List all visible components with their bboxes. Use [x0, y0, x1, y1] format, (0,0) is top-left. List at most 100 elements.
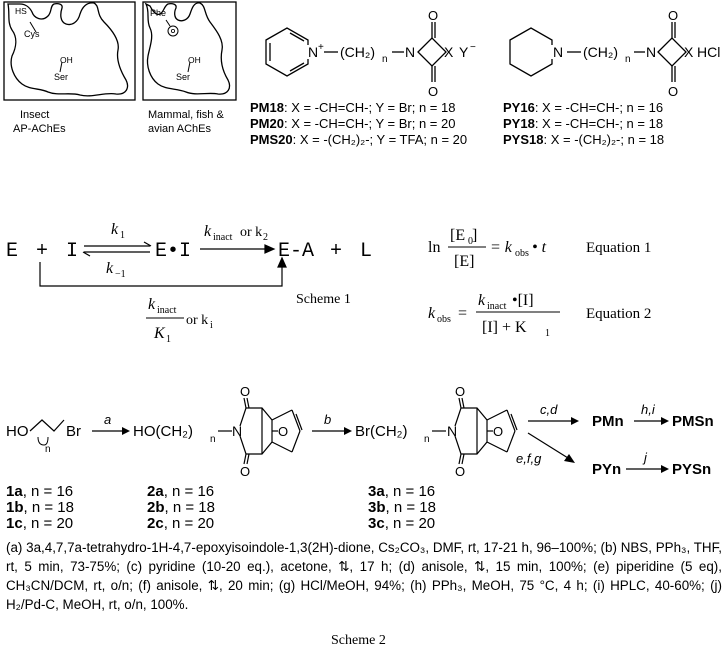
insect-caption-line2: AP-AChEs	[13, 123, 66, 135]
insect-gorge-outline	[7, 2, 129, 97]
phe-bond	[165, 19, 171, 27]
eq2-num-end: •[I]	[512, 292, 534, 309]
insect-ache-panel: HS Cys OH Ser Insect AP-AChEs	[3, 1, 136, 135]
py-ring-n: N	[646, 44, 656, 60]
pm-chain-n: n	[382, 54, 388, 65]
s2-n-bracket	[37, 436, 49, 446]
s1-frac-den-sub: 1	[166, 334, 171, 345]
arrow-efg-label: e,f,g	[516, 451, 542, 466]
py-desc: : X = -CH=CH-; n = 16	[534, 100, 664, 115]
s1-k1: k	[111, 221, 119, 238]
s1-ei: E•I	[155, 240, 191, 263]
s1-or-ki: or k	[186, 313, 208, 328]
s2-ho-chain-n: n	[210, 434, 216, 445]
eq1-rhs: = k	[490, 239, 513, 256]
s2-o2-top: O	[240, 384, 250, 399]
mammal-caption-line1: Mammal, fish &	[148, 109, 224, 121]
pm-o-top: O	[428, 8, 438, 23]
eq2-lhs-sub: obs	[437, 314, 451, 325]
phe-ring-icon	[167, 25, 179, 37]
py-name: PY18	[503, 116, 535, 131]
compound-2-list: 2a, n = 16 2b, n = 18 2c, n = 20	[147, 484, 215, 532]
pysn-label: PYSn	[672, 461, 711, 478]
py-n-mask	[551, 45, 565, 59]
pm-desc: : X = -CH=CH-; Y = Br; n = 20	[283, 116, 456, 131]
py-desc: : X = -(CH₂)₂-; n = 18	[543, 132, 665, 147]
pm-x: X	[444, 44, 454, 60]
py-o-bottom: O	[668, 84, 678, 99]
eq2-den: [I] + K	[482, 319, 527, 336]
pmn-label: PMn	[592, 413, 624, 430]
s1-k2-sub: 2	[263, 232, 268, 243]
s1-km1: k	[106, 260, 114, 277]
cys-label: Cys	[24, 29, 40, 39]
s1-l: L	[360, 240, 372, 263]
py-list-item: PY18: X = -CH=CH-; n = 18	[503, 116, 723, 132]
pyn-label: PYn	[592, 461, 621, 478]
mammal-panel-frame	[142, 1, 237, 101]
py-name: PY16	[503, 100, 535, 115]
eq1-num: [E	[450, 227, 465, 244]
eq1-rhs-end: • t	[532, 239, 547, 256]
s1-e: E	[6, 240, 18, 263]
s2-o2-bridge: O	[278, 424, 288, 439]
s2-imide-3	[454, 397, 518, 465]
s2-ho-chain: HO(CH₂)	[133, 423, 193, 440]
arrow-a-head	[122, 427, 130, 435]
hs-label: HS	[15, 6, 27, 16]
eq1-den: [E]	[454, 253, 474, 270]
pm-list-item: PM18: X = -CH=CH-; Y = Br; n = 18	[250, 100, 495, 116]
scheme1-label: Scheme 1	[296, 292, 351, 307]
phe-ring-inner-icon	[170, 28, 175, 33]
reaction-conditions-footnote: (a) 3a,4,7,7a-tetrahydro-1H-4,7-epoxyiso…	[6, 540, 722, 612]
s2-o3-bridge: O	[493, 424, 503, 439]
pm-chain: (CH₂)	[340, 44, 375, 60]
eq1-num-sub: 0	[468, 236, 473, 247]
s2-o3-bottom: O	[455, 464, 465, 479]
compound-id: 1a	[6, 483, 23, 500]
py-compound-list: PY16: X = -CH=CH-; n = 16 PY18: X = -CH=…	[503, 100, 723, 148]
compound-id: 1c	[6, 515, 23, 532]
compound-row: 2a, n = 16	[147, 484, 215, 500]
compound-n: , n = 18	[385, 499, 436, 516]
compound-id: 3b	[368, 499, 386, 516]
compound-id: 3c	[368, 515, 385, 532]
compound-n: , n = 20	[163, 515, 215, 532]
scheme-1: E + I k 1 k −1 E•I k inact or k 2 E-A + …	[6, 221, 372, 345]
plus-icon: +	[318, 42, 324, 53]
compound-row: 1c, n = 20	[6, 516, 74, 532]
s2-o2-bottom: O	[240, 464, 250, 479]
arrow-hi-label: h,i	[641, 402, 656, 417]
eq1-label: Equation 1	[586, 240, 651, 256]
s2-br-chain-n: n	[424, 434, 430, 445]
insect-caption-line1: Insect	[20, 109, 49, 121]
compound-row: 2b, n = 18	[147, 500, 215, 516]
eq2-label: Equation 2	[586, 306, 651, 322]
py-chain: (CH₂)	[583, 44, 618, 60]
s1-overall-arrow	[39, 256, 287, 287]
oh-label: OH	[60, 55, 73, 65]
arrow-cd-label: c,d	[540, 402, 558, 417]
s1-frac-num-sub: inact	[157, 305, 177, 316]
s1-or-k2: or k	[240, 225, 262, 240]
oh2-label: OH	[188, 55, 201, 65]
pm-y: Y	[459, 44, 469, 60]
eq1-rhs-sub: obs	[515, 248, 529, 259]
scheme2-label: Scheme 2	[331, 633, 386, 648]
s1-equilibrium-arrows	[82, 241, 152, 257]
s2-n3: N	[447, 423, 457, 439]
compound-row: 1a, n = 16	[6, 484, 74, 500]
arrow-b-head	[344, 427, 352, 435]
s2-imide-2	[239, 397, 303, 465]
pyridinium-n: N	[308, 44, 318, 60]
compound-n: , n = 18	[23, 499, 74, 516]
compound-row: 3c, n = 20	[368, 516, 436, 532]
s2-ho: HO	[6, 423, 29, 440]
pm-ring-n: N	[405, 44, 415, 60]
s1-frac-den: K	[153, 325, 166, 342]
pm-o-bottom: O	[428, 84, 438, 99]
s1-i: I	[66, 240, 78, 263]
compound-row: 1b, n = 18	[6, 500, 74, 516]
eq2-num: k	[478, 292, 486, 309]
